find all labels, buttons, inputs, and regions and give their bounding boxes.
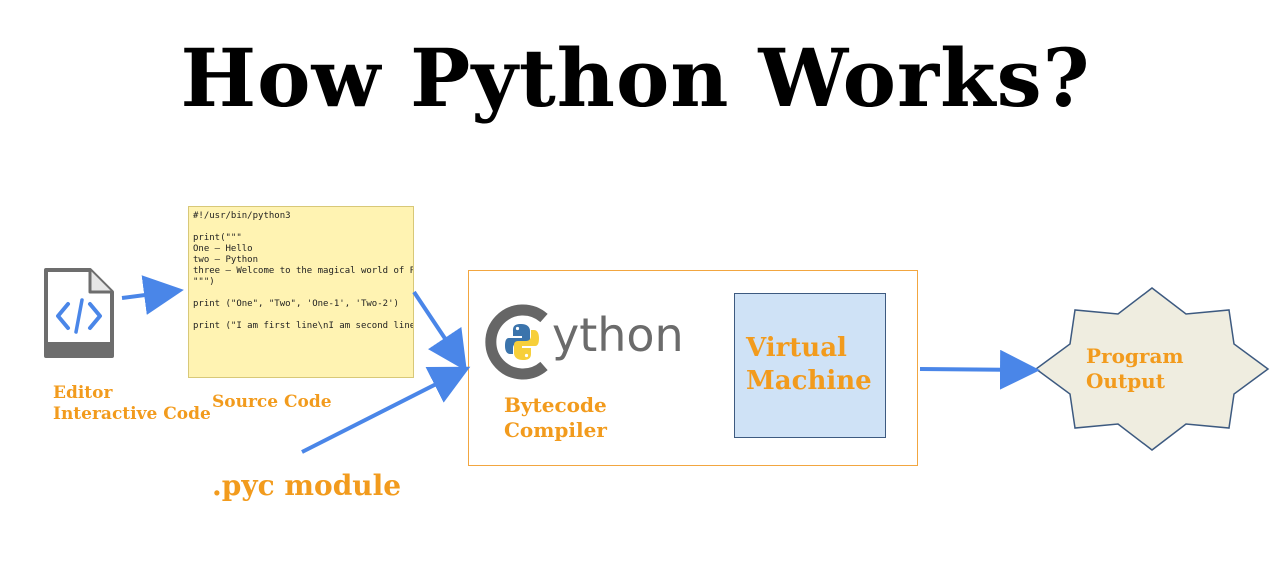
- code-line: three – Welcome to the magical world of …: [193, 266, 413, 276]
- code-file-icon: [44, 268, 114, 358]
- pyc-module-label: .pyc module: [212, 469, 402, 502]
- code-line: """): [193, 277, 215, 287]
- code-line: print ("I am first line\nI am second lin…: [193, 321, 414, 331]
- editor-label: Editor Interactive Code: [53, 383, 211, 425]
- code-line: print(""": [193, 233, 242, 243]
- code-line: One – Hello: [193, 244, 253, 254]
- code-line: two – Python: [193, 255, 259, 265]
- python-logo-text: ython: [552, 308, 684, 362]
- virtual-machine-label: Virtual Machine: [746, 333, 872, 396]
- bytecode-compiler-label: Bytecode Compiler: [504, 393, 607, 442]
- code-line: #!/usr/bin/python3: [193, 211, 291, 221]
- arrow-editor-to-source: [121, 275, 184, 315]
- source-code-label: Source Code: [212, 392, 332, 412]
- arrow-vm-to-output: [919, 349, 1040, 390]
- arrow-source-to-compiler: [412, 290, 467, 372]
- code-line: [193, 288, 409, 299]
- code-line: [193, 310, 409, 321]
- page-title: How Python Works?: [180, 31, 1091, 125]
- code-line: [193, 222, 409, 233]
- program-output-star: [1034, 287, 1270, 451]
- virtual-machine-box: [734, 293, 886, 438]
- program-output-label: Program Output: [1086, 344, 1184, 393]
- python-logo-icon: [485, 304, 548, 380]
- code-line: print ("One", "Two", 'One-1', 'Two-2'): [193, 299, 399, 309]
